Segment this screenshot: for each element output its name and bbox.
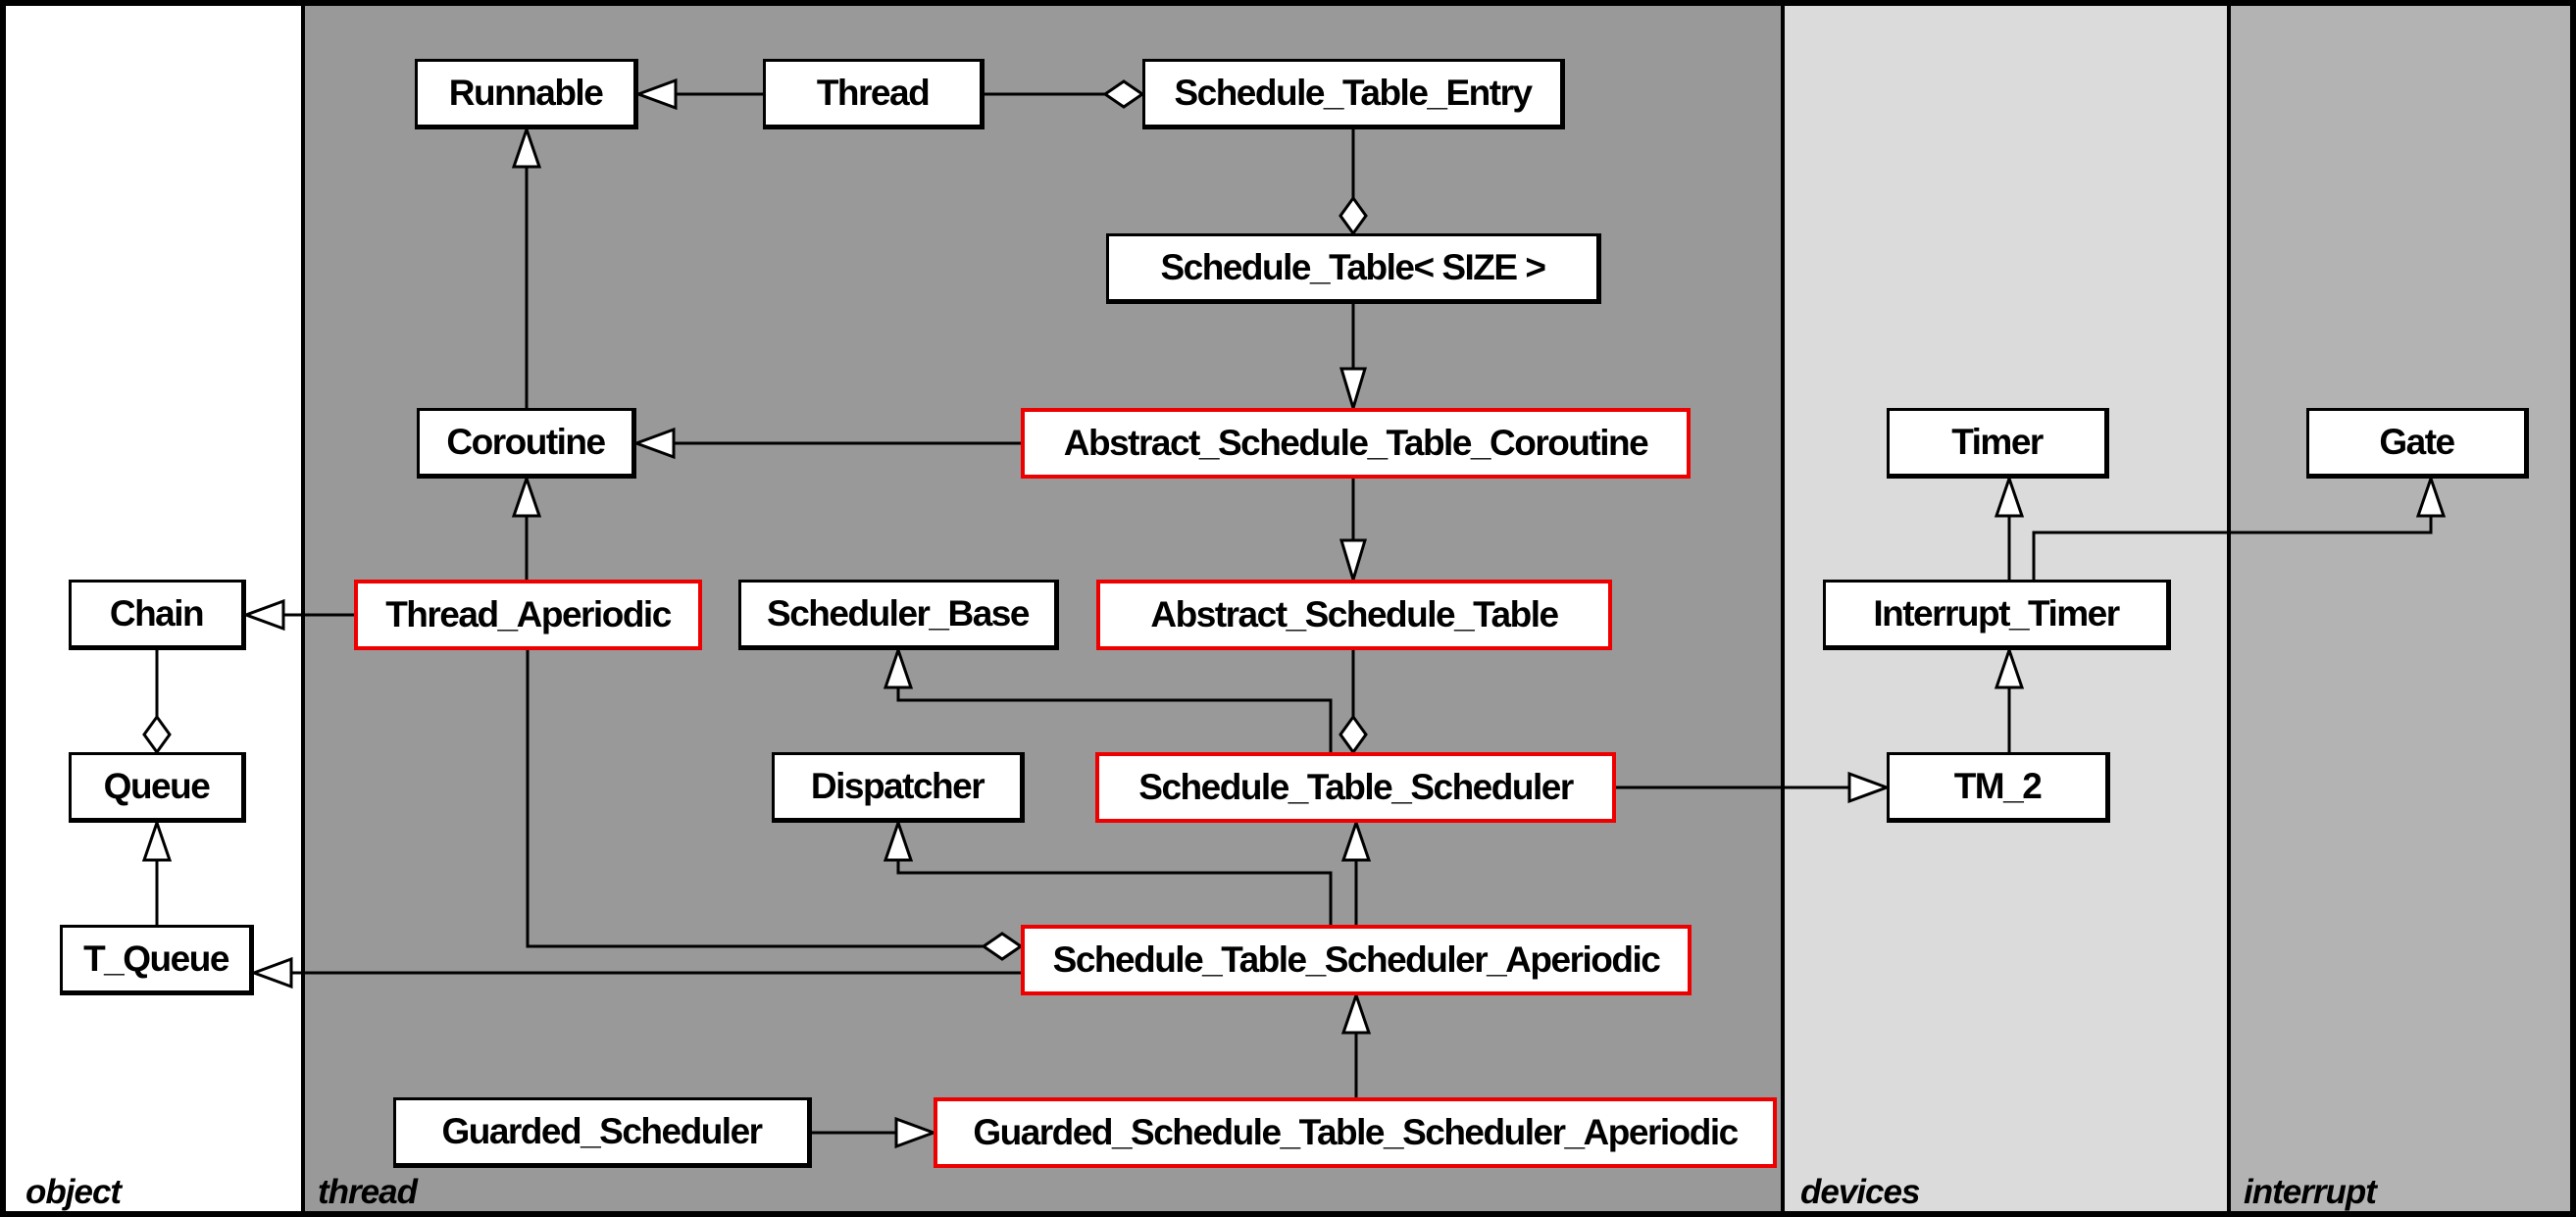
package-label-interrupt: interrupt xyxy=(2244,1173,2377,1211)
class-box-tm2: TM_2 xyxy=(1887,752,2110,823)
line-sts-scheduler-base xyxy=(896,687,1333,752)
class-box-interrupt-timer: Interrupt_Timer xyxy=(1823,580,2171,650)
inheritance-triangle-ast xyxy=(1339,538,1368,585)
aggregation-diamond-queue xyxy=(142,714,172,755)
class-box-gate: Gate xyxy=(2306,408,2529,479)
inheritance-triangle-timer xyxy=(1994,474,2025,518)
inheritance-triangle-runnable xyxy=(633,77,678,111)
package-label-thread: thread xyxy=(318,1173,418,1211)
package-interrupt xyxy=(2227,6,2570,1211)
class-box-chain: Chain xyxy=(69,580,246,650)
class-box-schedule-table: Schedule_Table< SIZE > xyxy=(1106,233,1601,304)
inheritance-triangle-tqueue xyxy=(249,956,293,989)
class-box-queue: Queue xyxy=(69,752,246,823)
inheritance-triangle-queue-bottom xyxy=(141,818,173,862)
inheritance-triangle-tm2 xyxy=(1847,771,1892,804)
class-box-schedule-table-scheduler-aperiodic: Schedule_Table_Scheduler_Aperiodic xyxy=(1021,925,1692,995)
inheritance-triangle-dispatcher xyxy=(883,818,914,862)
inheritance-triangle-sts-bottom xyxy=(1340,818,1372,862)
class-box-abstract-schedule-table: Abstract_Schedule_Table xyxy=(1096,580,1612,650)
class-box-dispatcher: Dispatcher xyxy=(772,752,1025,823)
class-box-thread: Thread xyxy=(763,59,985,129)
aggregation-diamond-schedule-table xyxy=(1339,195,1368,236)
aggregation-diamond-stsa xyxy=(981,932,1024,961)
inheritance-triangle-gate xyxy=(2415,474,2447,518)
class-box-t-queue: T_Queue xyxy=(60,925,254,995)
inheritance-triangle-coroutine xyxy=(631,427,676,460)
class-box-schedule-table-entry: Schedule_Table_Entry xyxy=(1142,59,1565,129)
inheritance-triangle-coroutine-bottom xyxy=(511,474,542,518)
inheritance-triangle-scheduler-base xyxy=(883,645,914,689)
package-label-devices: devices xyxy=(1800,1173,1920,1211)
line-stsa-dispatcher xyxy=(896,860,1333,925)
class-box-runnable: Runnable xyxy=(415,59,638,129)
inheritance-triangle-gstsa xyxy=(894,1116,938,1149)
aggregation-diamond-ste xyxy=(1102,79,1145,109)
line-ta-stsa xyxy=(526,650,984,948)
class-box-coroutine: Coroutine xyxy=(417,408,636,479)
class-box-timer: Timer xyxy=(1887,408,2109,479)
class-box-scheduler-base: Scheduler_Base xyxy=(738,580,1059,650)
line-it-gate xyxy=(2032,516,2433,580)
inheritance-triangle-stsa-bottom xyxy=(1340,990,1372,1035)
class-box-abstract-schedule-table-coroutine: Abstract_Schedule_Table_Coroutine xyxy=(1021,408,1691,479)
aggregation-diamond-sts xyxy=(1339,714,1368,755)
class-box-guarded-scheduler: Guarded_Scheduler xyxy=(393,1097,812,1168)
class-box-guarded-schedule-table-scheduler-aperiodic: Guarded_Schedule_Table_Scheduler_Aperiod… xyxy=(934,1097,1777,1168)
inheritance-triangle-interrupt-timer xyxy=(1994,645,2025,689)
class-box-thread-aperiodic: Thread_Aperiodic xyxy=(354,580,702,650)
class-box-schedule-table-scheduler: Schedule_Table_Scheduler xyxy=(1095,752,1616,823)
inheritance-triangle-runnable-bottom xyxy=(511,125,542,169)
inheritance-triangle-astc xyxy=(1339,367,1368,414)
inheritance-triangle-chain xyxy=(241,598,285,632)
package-label-object: object xyxy=(25,1173,122,1211)
